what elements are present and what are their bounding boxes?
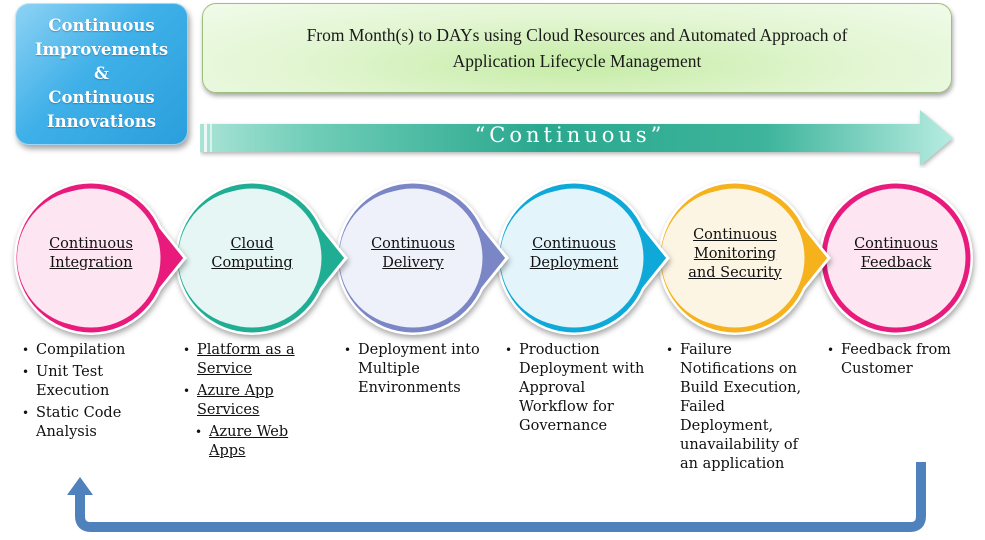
stage-title-line: Monitoring — [693, 245, 777, 262]
detail-text: Platform as a Service — [197, 342, 295, 377]
stage-details-feedback: Feedback from Customer — [827, 341, 967, 382]
detail-text: Static Code Analysis — [36, 405, 122, 440]
stage-title-line: Continuous — [371, 236, 455, 252]
stage-integration-shape — [14, 181, 187, 335]
stage-circle-inner — [17, 190, 153, 326]
months-to-days-banner: From Month(s) to DAYs using Cloud Resour… — [202, 3, 952, 93]
detail-text: Unit Test Execution — [36, 364, 110, 399]
continuous-improvements-box: Continuous Improvements & Continuous Inn… — [15, 3, 188, 145]
detail-item: Deployment into Multiple Environments — [344, 341, 484, 398]
detail-item: Feedback from Customer — [827, 341, 967, 379]
detail-text: Compilation — [36, 342, 126, 358]
stage-title-line: Integration — [49, 255, 133, 271]
stage-title-line: Continuous — [693, 226, 777, 243]
continuous-arrow-label: “Continuous” — [474, 123, 666, 147]
stage-title-line: Continuous — [854, 236, 938, 252]
detail-item: Unit Test Execution — [22, 363, 162, 401]
stage-details-cloud-computing: Platform as a ServiceAzure App ServicesA… — [183, 341, 323, 464]
stage-pointer-fill — [149, 216, 183, 300]
stage-monitoring-security-shape — [658, 181, 831, 335]
continuous-arrow — [200, 110, 953, 166]
detail-item: Static Code Analysis — [22, 404, 162, 442]
stage-details-delivery: Deployment into Multiple Environments — [344, 341, 484, 401]
banner-line: From Month(s) to DAYs using Cloud Resour… — [306, 25, 848, 45]
left-box-line: Innovations — [46, 112, 157, 131]
detail-link[interactable]: Azure App Services — [183, 382, 323, 420]
stage-title-line: Feedback — [860, 255, 932, 271]
stage-pointer-fill — [793, 216, 827, 300]
stage-circle-inner — [500, 190, 636, 326]
stage-deployment-shape — [497, 181, 670, 335]
detail-link[interactable]: Platform as a Service — [183, 341, 323, 379]
stage-title-line: Delivery — [382, 255, 444, 271]
banner-line: Application Lifecycle Management — [452, 51, 702, 71]
stage-title-line: and Security — [688, 264, 782, 281]
stage-title-line: Deployment — [529, 255, 619, 271]
stage-cloud-computing-shape — [175, 181, 348, 335]
detail-link[interactable]: Azure Web Apps — [195, 423, 323, 461]
stage-title-line: Continuous — [532, 236, 616, 252]
detail-item: Production Deployment with Approval Work… — [505, 341, 645, 436]
detail-item: Compilation — [22, 341, 162, 360]
left-box-line: Continuous — [48, 16, 155, 35]
detail-text: Failure Notifications on Build Execution… — [680, 342, 802, 472]
stage-title-line: Continuous — [49, 236, 133, 252]
stage-pointer-fill — [471, 216, 505, 300]
detail-text: Feedback from Customer — [841, 342, 951, 377]
detail-text: Deployment into Multiple Environments — [358, 342, 480, 396]
stage-circle-inner — [339, 190, 475, 326]
stage-title-line: Cloud — [230, 236, 274, 252]
detail-item: Failure Notifications on Build Execution… — [666, 341, 806, 474]
stage-feedback-shape — [819, 181, 973, 335]
stage-circle-inner — [661, 190, 797, 326]
stage-details-integration: CompilationUnit Test ExecutionStatic Cod… — [22, 341, 162, 445]
stage-circle-inner — [178, 190, 314, 326]
detail-text: Azure Web Apps — [209, 424, 289, 459]
left-box-line: Improvements — [34, 40, 169, 59]
stage-details-deployment: Production Deployment with Approval Work… — [505, 341, 645, 439]
left-box-line: & — [94, 64, 109, 83]
detail-text: Azure App Services — [197, 383, 274, 418]
stage-delivery-shape — [336, 181, 509, 335]
stage-pointer-fill — [632, 216, 666, 300]
left-box-line: Continuous — [48, 88, 155, 107]
stage-details-monitoring-security: Failure Notifications on Build Execution… — [666, 341, 806, 477]
detail-text: Production Deployment with Approval Work… — [519, 342, 645, 434]
stage-pointer-fill — [310, 216, 344, 300]
stage-title-line: Computing — [211, 255, 293, 271]
